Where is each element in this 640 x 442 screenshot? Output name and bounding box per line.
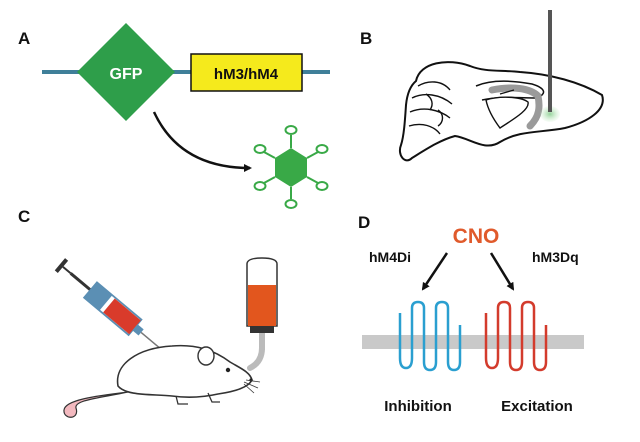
mouse-tail	[63, 391, 129, 418]
panel-b-letter: B	[360, 29, 372, 48]
ventricle	[499, 89, 515, 95]
receptor-gene-label: hM3/hM4	[214, 66, 279, 83]
left-receptor-label: hM4Di	[369, 249, 411, 265]
mouse-eye	[225, 367, 231, 373]
hm4di-receptor	[398, 300, 462, 372]
syringe-icon	[54, 258, 165, 353]
drug-label: CNO	[453, 225, 500, 248]
midbrain-region	[485, 96, 529, 129]
panel-d-letter: D	[358, 213, 370, 232]
packaging-arrow	[152, 111, 252, 172]
mouse-whiskers	[243, 379, 261, 394]
mouse-ear	[197, 346, 215, 366]
syringe-fill	[103, 298, 141, 335]
panel-a-letter: A	[18, 29, 30, 48]
panel-c-letter: C	[18, 207, 30, 226]
expression-site-glow	[540, 106, 560, 122]
gfp-label: GFP	[110, 66, 143, 83]
cerebellum-folds	[408, 81, 453, 135]
receptor-gene-box	[190, 53, 303, 92]
mouse-hind-paw	[175, 395, 188, 405]
syringe-plunger	[84, 282, 113, 311]
bottle-spout	[247, 345, 265, 371]
panel-d: D CNO hM4Di hM3Dq Inhibition Excitation	[358, 213, 584, 415]
excitation-label: Excitation	[501, 398, 573, 415]
gfp-promoter-diamond	[77, 23, 175, 121]
cell-membrane	[362, 335, 584, 349]
virus-particle-icon	[253, 125, 329, 209]
mouse-icon	[63, 344, 261, 418]
panel-a: A GFP hM3/hM4	[18, 23, 330, 209]
hm3dq-receptor	[484, 300, 548, 372]
right-receptor-label: hM3Dq	[532, 249, 579, 265]
panel-c: C	[18, 207, 278, 418]
water-bottle-icon	[246, 257, 278, 371]
bottle-liquid	[248, 285, 276, 326]
right-activation-arrow	[489, 252, 515, 291]
bottle-cap	[250, 326, 274, 333]
mouse-front-paw	[207, 392, 220, 403]
inhibition-label: Inhibition	[384, 398, 451, 415]
left-activation-arrow	[421, 252, 449, 291]
hippocampus	[488, 84, 543, 130]
panel-b: B	[360, 10, 604, 162]
mouse-body	[116, 344, 253, 399]
